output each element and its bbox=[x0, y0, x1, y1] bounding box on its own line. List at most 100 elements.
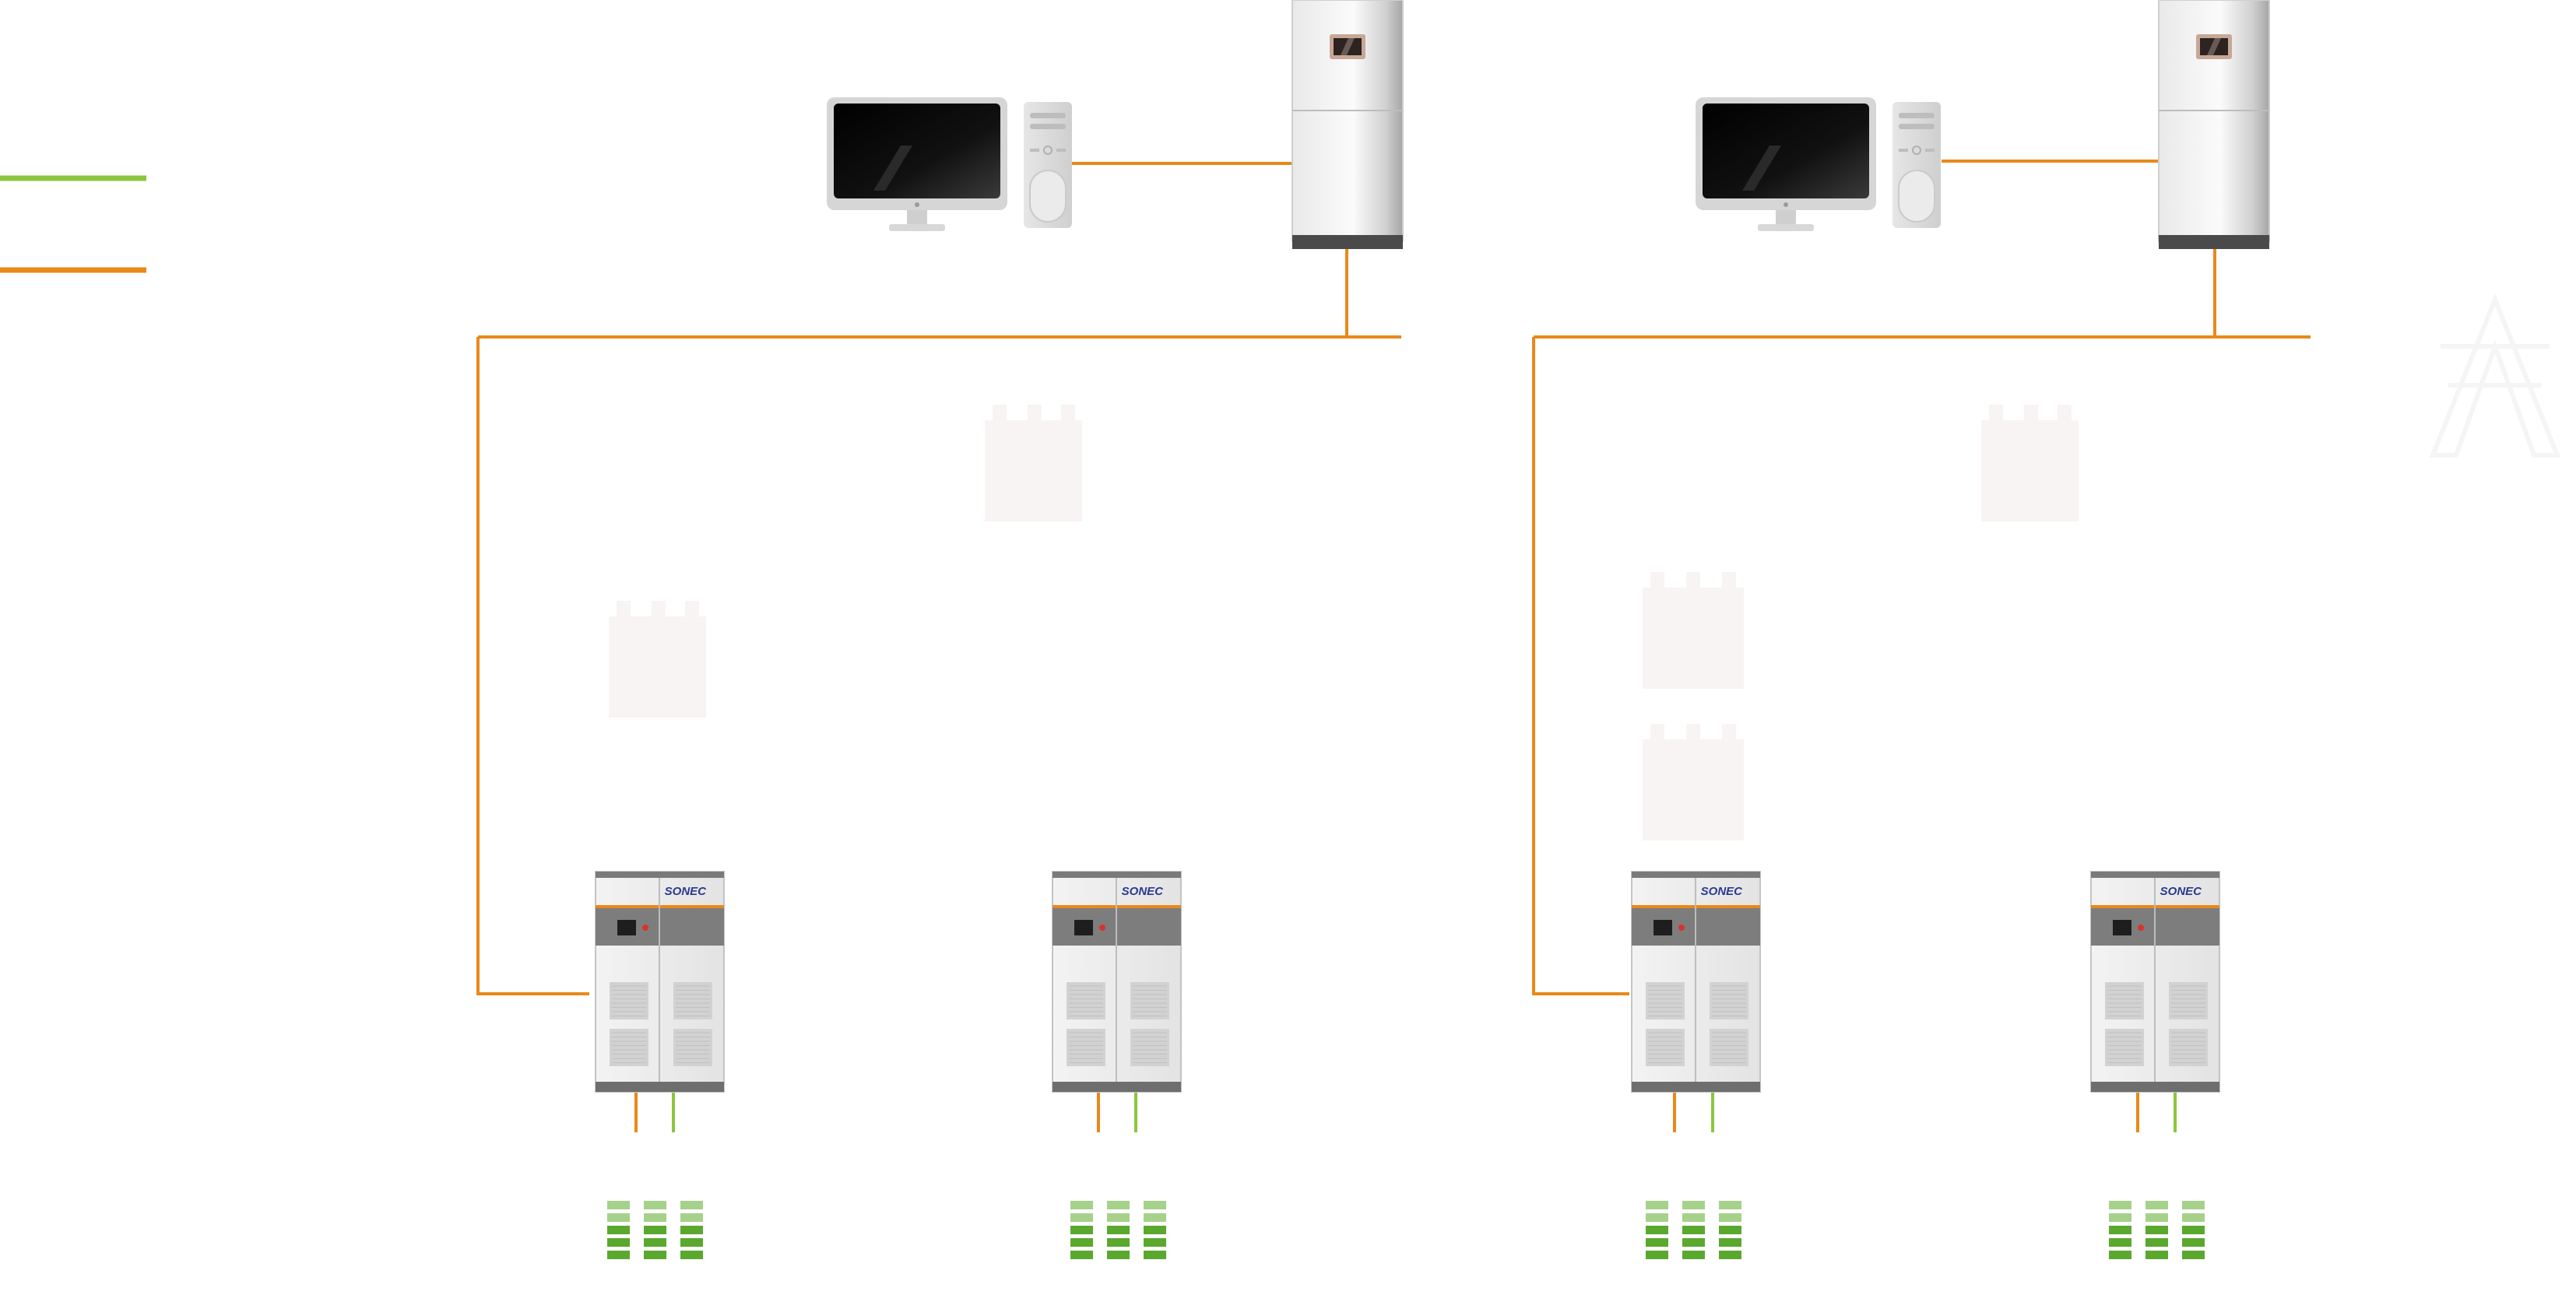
battery-cell bbox=[1144, 1226, 1166, 1234]
pc-tower-icon bbox=[1892, 102, 1941, 228]
computer-workstation bbox=[827, 97, 1072, 231]
inverter-cabinet-icon: SONEC bbox=[1052, 871, 1182, 1093]
transformer-icon bbox=[1643, 572, 1744, 689]
vent-grille bbox=[1067, 1029, 1105, 1066]
battery-cell bbox=[607, 1201, 630, 1209]
battery-cell bbox=[1719, 1238, 1741, 1247]
transformer-icon bbox=[1981, 405, 2079, 521]
battery-cell bbox=[1107, 1226, 1130, 1234]
ems-cabinet-icon bbox=[2158, 0, 2270, 249]
battery-racks bbox=[607, 1201, 2205, 1259]
battery-cell bbox=[2109, 1238, 2131, 1247]
battery-cell bbox=[1144, 1213, 1166, 1222]
battery-cell bbox=[2109, 1251, 2131, 1259]
battery-cell bbox=[680, 1213, 703, 1222]
battery-cell bbox=[2182, 1251, 2205, 1259]
battery-cell bbox=[1719, 1213, 1741, 1222]
battery-cell bbox=[2109, 1213, 2131, 1222]
battery-rack-icon bbox=[607, 1201, 703, 1259]
battery-rack-icon bbox=[1646, 1201, 1741, 1259]
battery-cell bbox=[2109, 1226, 2131, 1234]
battery-cell bbox=[1646, 1251, 1668, 1259]
vent-grille bbox=[1067, 982, 1105, 1019]
vent-grille bbox=[673, 982, 712, 1019]
battery-cell bbox=[1144, 1201, 1166, 1209]
transformer-icon bbox=[1643, 724, 1744, 840]
battery-cell bbox=[680, 1251, 703, 1259]
battery-cell bbox=[644, 1251, 666, 1259]
battery-cell bbox=[2145, 1201, 2168, 1209]
battery-cell bbox=[1070, 1213, 1093, 1222]
vent-grille bbox=[2169, 982, 2208, 1019]
battery-cell bbox=[1107, 1213, 1130, 1222]
background-transformers bbox=[609, 293, 2561, 840]
battery-cell bbox=[2145, 1251, 2168, 1259]
battery-cell bbox=[1070, 1201, 1093, 1209]
battery-cell bbox=[2182, 1238, 2205, 1247]
comm-line bbox=[1532, 337, 1629, 995]
battery-cell bbox=[1719, 1226, 1741, 1234]
pc-tower-icon bbox=[1024, 102, 1072, 228]
battery-cell bbox=[2145, 1226, 2168, 1234]
battery-cell bbox=[1144, 1251, 1166, 1259]
battery-cell bbox=[1682, 1201, 1705, 1209]
vent-grille bbox=[1130, 1029, 1169, 1066]
battery-cell bbox=[2145, 1238, 2168, 1247]
brand-logo: SONEC bbox=[665, 885, 708, 898]
vent-grille bbox=[1710, 982, 1748, 1019]
comm-line bbox=[476, 337, 589, 995]
battery-cell bbox=[680, 1226, 703, 1234]
battery-cell bbox=[1107, 1238, 1130, 1247]
battery-cell bbox=[1646, 1238, 1668, 1247]
battery-cell bbox=[607, 1226, 630, 1234]
inverter-cabinet-icon: SONEC bbox=[595, 871, 725, 1093]
battery-cell bbox=[1107, 1201, 1130, 1209]
power-tower-icon bbox=[2429, 293, 2561, 458]
inverter-cabinet-icon: SONEC bbox=[1631, 871, 1761, 1093]
battery-cell bbox=[644, 1238, 666, 1247]
battery-cell bbox=[1070, 1251, 1093, 1259]
battery-cell bbox=[1719, 1201, 1741, 1209]
battery-cell bbox=[680, 1201, 703, 1209]
monitor-icon bbox=[1696, 97, 1876, 231]
vent-grille bbox=[2169, 1029, 2208, 1066]
communication-lines bbox=[476, 160, 2311, 1132]
inverter-cabinet-icon: SONEC bbox=[2090, 871, 2220, 1093]
battery-cell bbox=[2145, 1213, 2168, 1222]
inverters: SONEC SONEC SONEC SONEC bbox=[595, 871, 2220, 1093]
monitor-icon bbox=[827, 97, 1007, 231]
battery-cell bbox=[1646, 1201, 1668, 1209]
battery-cell bbox=[680, 1238, 703, 1247]
vent-grille bbox=[610, 1029, 648, 1066]
battery-cell bbox=[1646, 1226, 1668, 1234]
battery-rack-icon bbox=[2109, 1201, 2205, 1259]
vent-grille bbox=[610, 982, 648, 1019]
battery-cell bbox=[1682, 1213, 1705, 1222]
battery-cell bbox=[1682, 1226, 1705, 1234]
battery-cell bbox=[1719, 1251, 1741, 1259]
brand-logo: SONEC bbox=[1122, 885, 1165, 898]
battery-cell bbox=[2182, 1226, 2205, 1234]
transformer-icon bbox=[985, 405, 1082, 521]
battery-cell bbox=[1682, 1251, 1705, 1259]
vent-grille bbox=[1646, 982, 1685, 1019]
computer-workstation bbox=[1696, 97, 1941, 231]
battery-cell bbox=[607, 1238, 630, 1247]
ems-cabinet-icon bbox=[1292, 0, 1404, 249]
battery-rack-icon bbox=[1070, 1201, 1166, 1259]
power-lines bbox=[672, 1090, 2177, 1132]
legend bbox=[0, 175, 146, 273]
battery-cell bbox=[607, 1251, 630, 1259]
brand-logo: SONEC bbox=[2160, 885, 2203, 898]
battery-cell bbox=[2182, 1201, 2205, 1209]
battery-cell bbox=[1070, 1238, 1093, 1247]
vent-grille bbox=[1130, 982, 1169, 1019]
battery-cell bbox=[644, 1213, 666, 1222]
battery-cell bbox=[644, 1226, 666, 1234]
battery-cell bbox=[1070, 1226, 1093, 1234]
battery-cell bbox=[2182, 1213, 2205, 1222]
vent-grille bbox=[2105, 982, 2144, 1019]
battery-cell bbox=[607, 1213, 630, 1222]
battery-cell bbox=[1646, 1213, 1668, 1222]
